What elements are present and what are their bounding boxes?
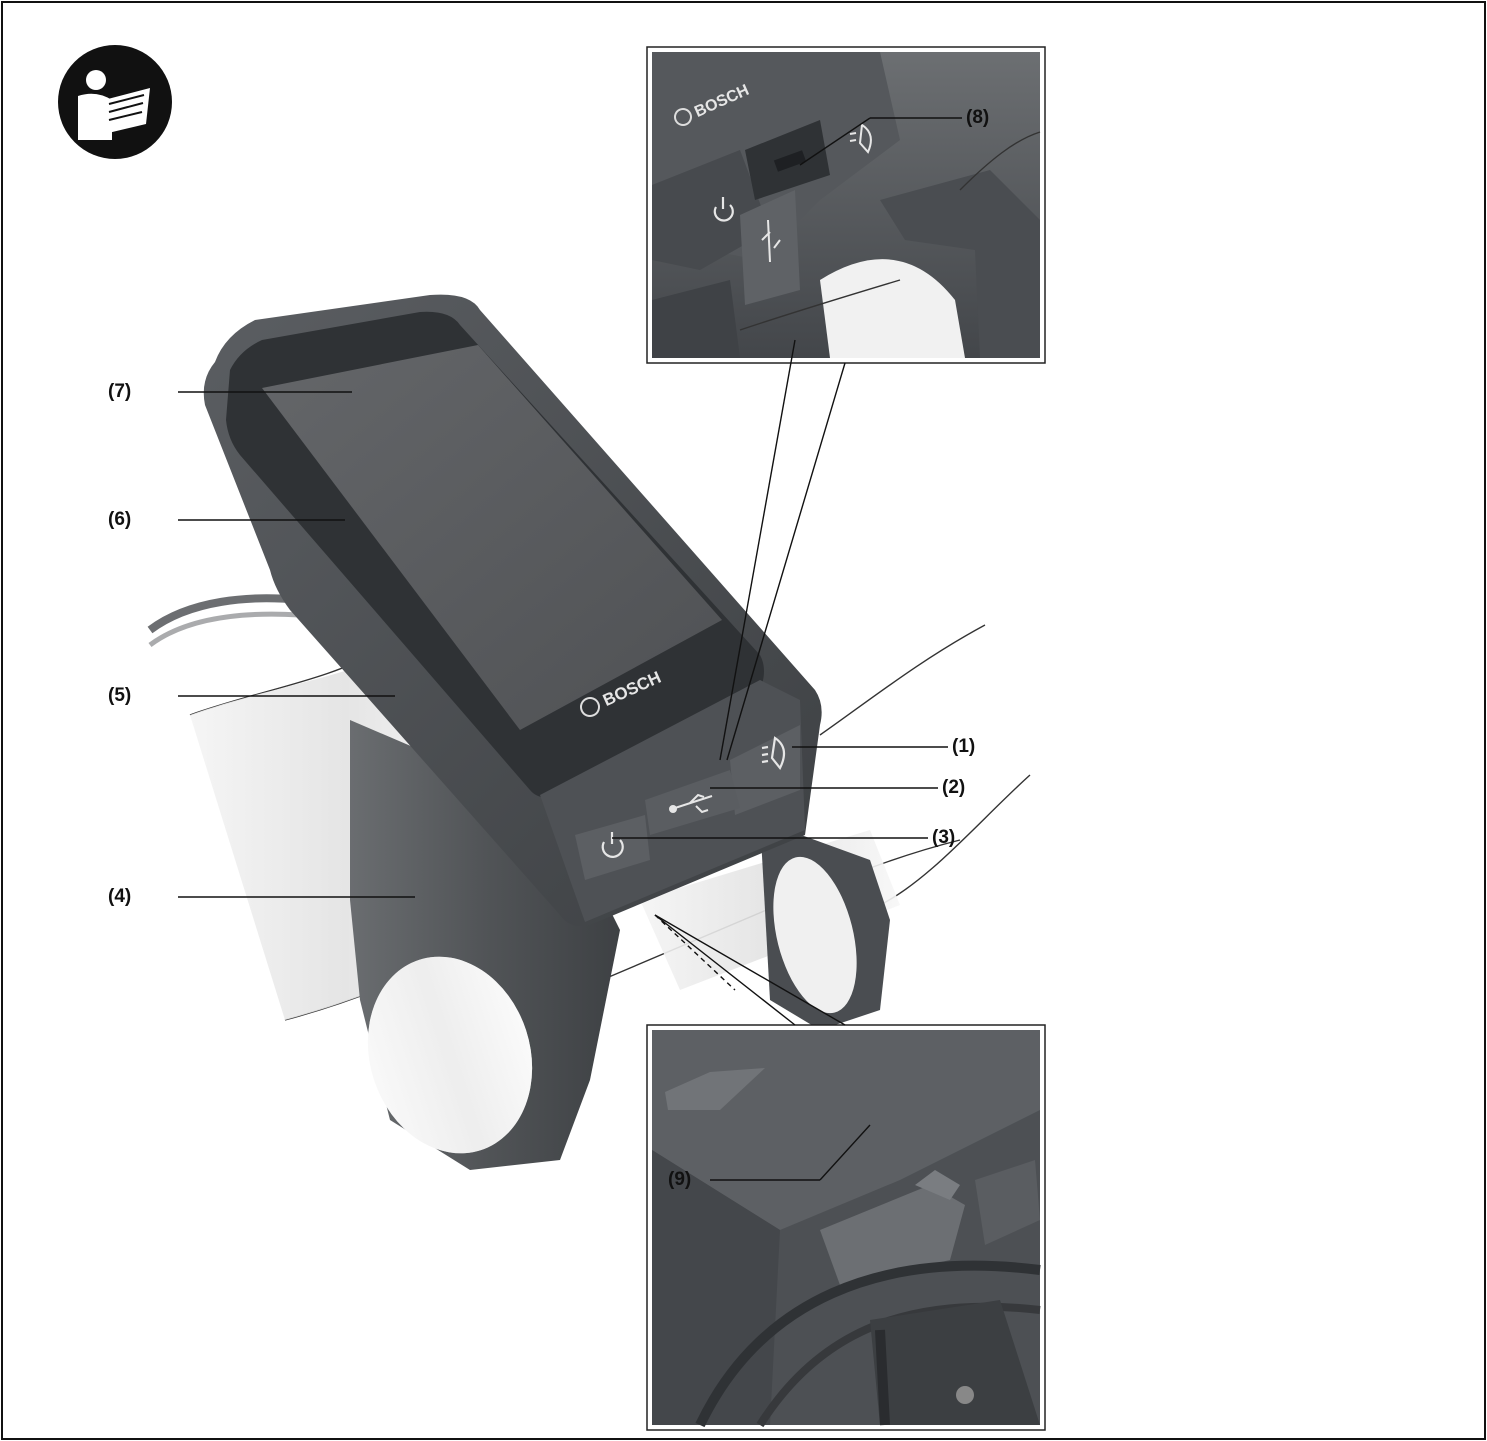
inset-bottom-detail (646, 1024, 1046, 1431)
usb-icon-inset (761, 219, 781, 263)
leader-lines (178, 117, 962, 1181)
light-button[interactable] (730, 725, 800, 815)
light-icon-inset (849, 123, 872, 154)
callout-3: (3) (932, 827, 956, 848)
callout-6: (6) (108, 509, 132, 530)
display-screen (262, 345, 722, 730)
callout-7: (7) (108, 381, 132, 402)
read-manual-icon (58, 45, 172, 159)
callout-1: (1) (952, 736, 976, 757)
usb-cover[interactable] (645, 770, 740, 835)
callout-8: (8) (966, 107, 990, 128)
callout-5: (5) (108, 685, 132, 706)
power-icon-inset (713, 197, 734, 222)
light-icon (761, 736, 786, 771)
usb-icon (669, 793, 713, 814)
callout-4: (4) (108, 886, 132, 907)
cable (147, 594, 301, 634)
inset-usb-detail: BOSCH (646, 46, 1046, 364)
callout-2: (2) (942, 777, 966, 798)
callout-9: (9) (668, 1169, 692, 1190)
